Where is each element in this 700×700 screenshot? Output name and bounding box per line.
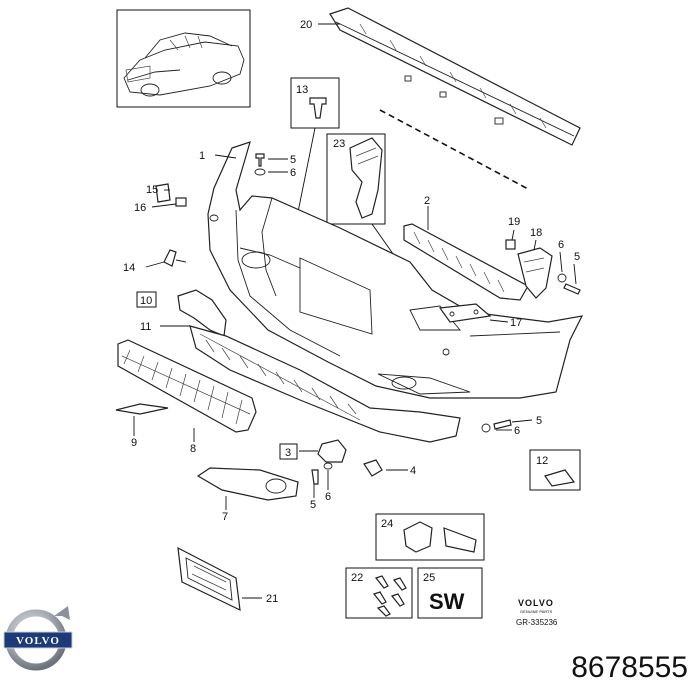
part-number: 8678555 bbox=[571, 651, 688, 684]
callout-23: 23 bbox=[333, 138, 345, 150]
callout-12: 12 bbox=[536, 455, 548, 467]
callout-6-top: 6 bbox=[290, 167, 296, 179]
part-17-bracket bbox=[438, 303, 492, 323]
box-25 bbox=[417, 567, 483, 619]
part-21-license-plate-holder bbox=[177, 546, 241, 612]
car-thumbnail bbox=[116, 9, 251, 108]
part-8-lower-grille bbox=[117, 339, 257, 433]
top-fasteners-5-6 bbox=[254, 153, 266, 176]
callout-15: 15 bbox=[146, 184, 158, 196]
callout-2: 2 bbox=[424, 195, 430, 207]
sw-label: SW bbox=[429, 589, 465, 614]
brand-small: VOLVO bbox=[518, 598, 554, 608]
part-2-grille-insert bbox=[403, 223, 529, 301]
logo-text: VOLVO bbox=[16, 635, 60, 647]
box-10 bbox=[136, 291, 157, 308]
part-3-housing bbox=[317, 439, 347, 463]
part-13-clip bbox=[309, 97, 327, 119]
callout-20: 20 bbox=[300, 19, 312, 31]
callout-14: 14 bbox=[123, 262, 135, 274]
lower-right-fasteners-5-6 bbox=[481, 419, 512, 433]
callout-3: 3 bbox=[285, 447, 291, 459]
part-14-bracket bbox=[163, 249, 187, 267]
part-18-bracket bbox=[517, 247, 553, 299]
callout-8: 8 bbox=[190, 443, 196, 455]
part-16-clip bbox=[175, 197, 187, 207]
part-23-bracket bbox=[349, 137, 383, 219]
callout-19: 19 bbox=[508, 216, 520, 228]
callout-1: 1 bbox=[199, 150, 205, 162]
leader-lines bbox=[133, 23, 577, 599]
callout-4: 4 bbox=[410, 465, 416, 477]
part-24-sensor-holder bbox=[403, 521, 477, 553]
callout-24: 24 bbox=[381, 518, 393, 530]
callout-22: 22 bbox=[351, 572, 363, 584]
part-22-screws bbox=[372, 575, 407, 617]
callout-10: 10 bbox=[140, 295, 152, 307]
part-1-bumper-cover bbox=[207, 141, 584, 399]
callout-5-lower: 5 bbox=[310, 499, 316, 511]
part-4-bulb bbox=[363, 459, 383, 477]
callout-11: 11 bbox=[140, 321, 151, 333]
part-12-bracket bbox=[544, 469, 576, 487]
lower-fasteners-5-6 bbox=[311, 462, 333, 485]
callout-6-lower: 6 bbox=[325, 491, 331, 503]
callout-17: 17 bbox=[510, 317, 522, 329]
callout-labels: 1 2 3 4 5 5 5 5 6 6 6 6 7 8 9 10 11 12 1… bbox=[123, 19, 580, 614]
diagram-brand-mark: VOLVO GENUINE PARTS GR-335236 bbox=[516, 598, 558, 627]
part-15-cap bbox=[155, 183, 171, 203]
part-20-reinforcement-beam bbox=[329, 7, 581, 146]
callout-7: 7 bbox=[222, 511, 228, 523]
callout-25: 25 bbox=[423, 572, 435, 584]
diagram-ref: GR-335236 bbox=[516, 618, 558, 627]
callout-5-right: 5 bbox=[574, 251, 580, 263]
callout-16: 16 bbox=[134, 202, 146, 214]
callout-5-lower-right: 5 bbox=[536, 415, 542, 427]
callout-18: 18 bbox=[530, 227, 542, 239]
callout-5-top: 5 bbox=[290, 154, 296, 166]
callout-9: 9 bbox=[131, 437, 137, 449]
part-7-fog-lamp-trim bbox=[196, 467, 299, 501]
right-fasteners-5-6 bbox=[557, 273, 581, 295]
callout-6-right: 6 bbox=[558, 239, 564, 251]
part-19-clip bbox=[505, 239, 516, 250]
box-3 bbox=[279, 443, 298, 460]
part-9-trim-strip bbox=[115, 403, 169, 415]
callout-13: 13 bbox=[296, 84, 308, 96]
callout-6-lower-right: 6 bbox=[514, 425, 520, 437]
part-3-lower-spoiler bbox=[189, 325, 461, 443]
callout-21: 21 bbox=[266, 593, 278, 605]
brand-small-sub: GENUINE PARTS bbox=[520, 609, 553, 614]
volvo-logo: VOLVO bbox=[3, 606, 73, 671]
